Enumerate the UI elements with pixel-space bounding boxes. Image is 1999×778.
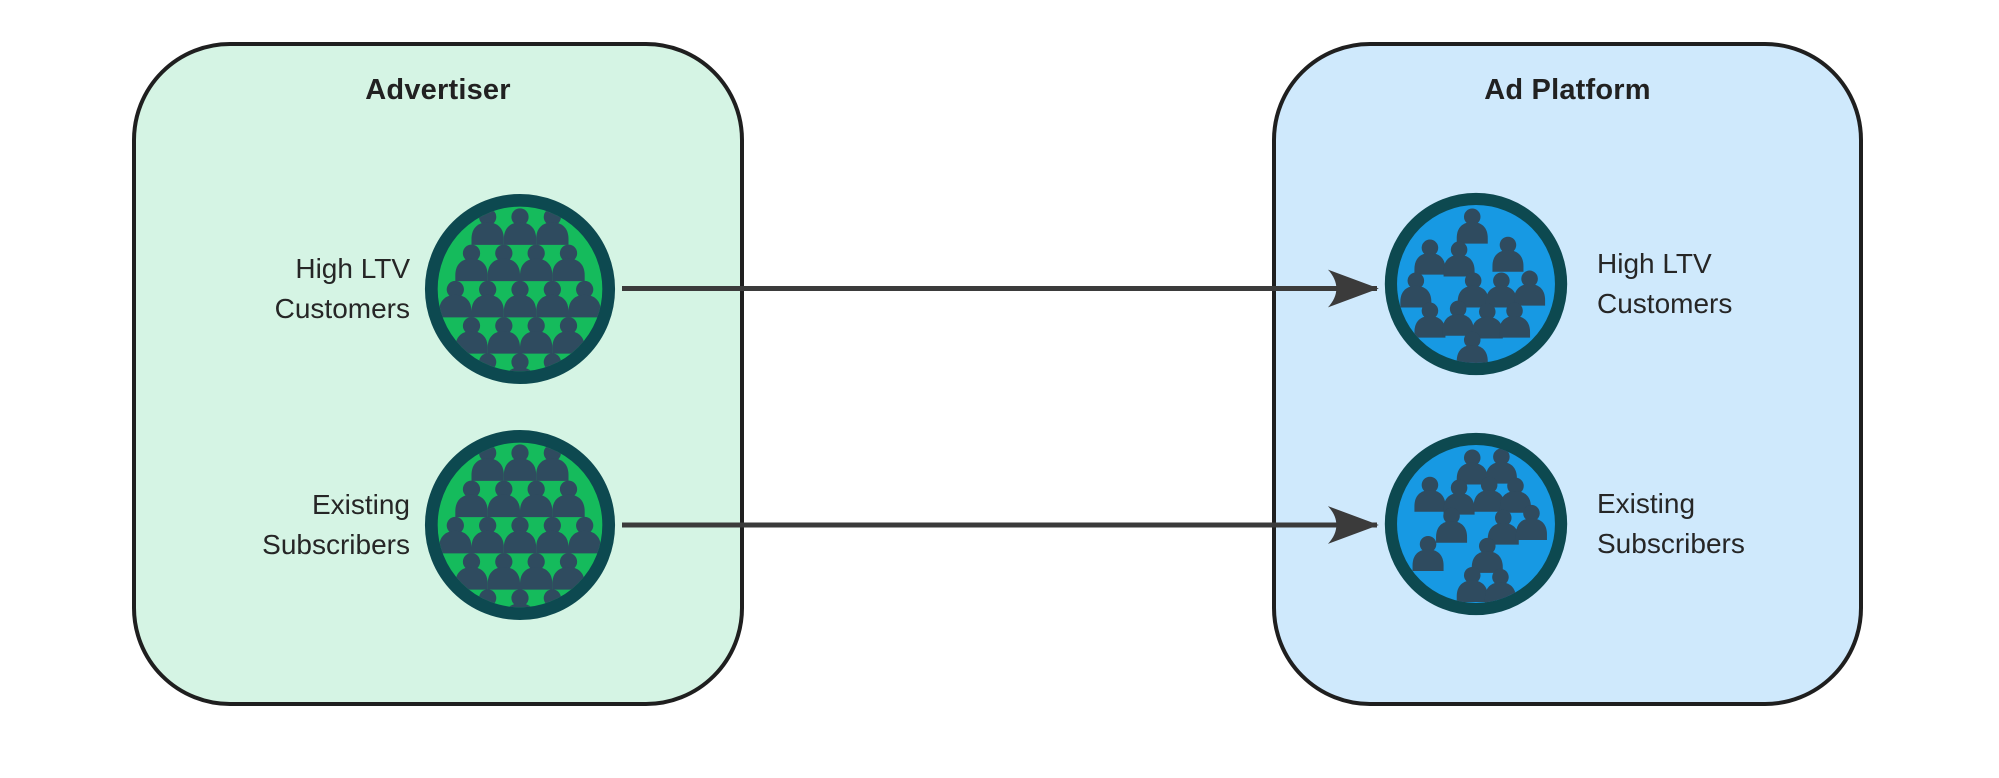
label-line-1: Existing (311, 489, 410, 520)
label-line-2: Customers (1597, 288, 1733, 319)
label-line-2: Subscribers (262, 529, 410, 560)
audience-circle-advertiser-high-ltv (424, 193, 616, 385)
label-platform-high-ltv: High LTV Customers (1597, 244, 1877, 324)
label-line-1: High LTV (1597, 248, 1712, 279)
audience-circle-advertiser-existing-subscribers (424, 429, 616, 621)
audience-circle-platform-existing-subscribers (1384, 432, 1568, 616)
label-advertiser-high-ltv: High LTV Customers (160, 249, 410, 329)
audience-circle-platform-high-ltv (1384, 192, 1568, 376)
label-line-1: High LTV (295, 253, 410, 284)
label-line-2: Subscribers (1597, 528, 1745, 559)
ad-platform-panel-title: Ad Platform (1484, 74, 1651, 106)
advertiser-panel: Advertiser (132, 42, 744, 706)
ad-platform-panel: Ad Platform (1272, 42, 1863, 706)
label-advertiser-existing-subscribers: Existing Subscribers (160, 485, 410, 565)
label-line-2: Customers (274, 293, 410, 324)
label-platform-existing-subscribers: Existing Subscribers (1597, 484, 1877, 564)
label-line-1: Existing (1597, 488, 1696, 519)
advertiser-panel-title: Advertiser (365, 74, 511, 106)
